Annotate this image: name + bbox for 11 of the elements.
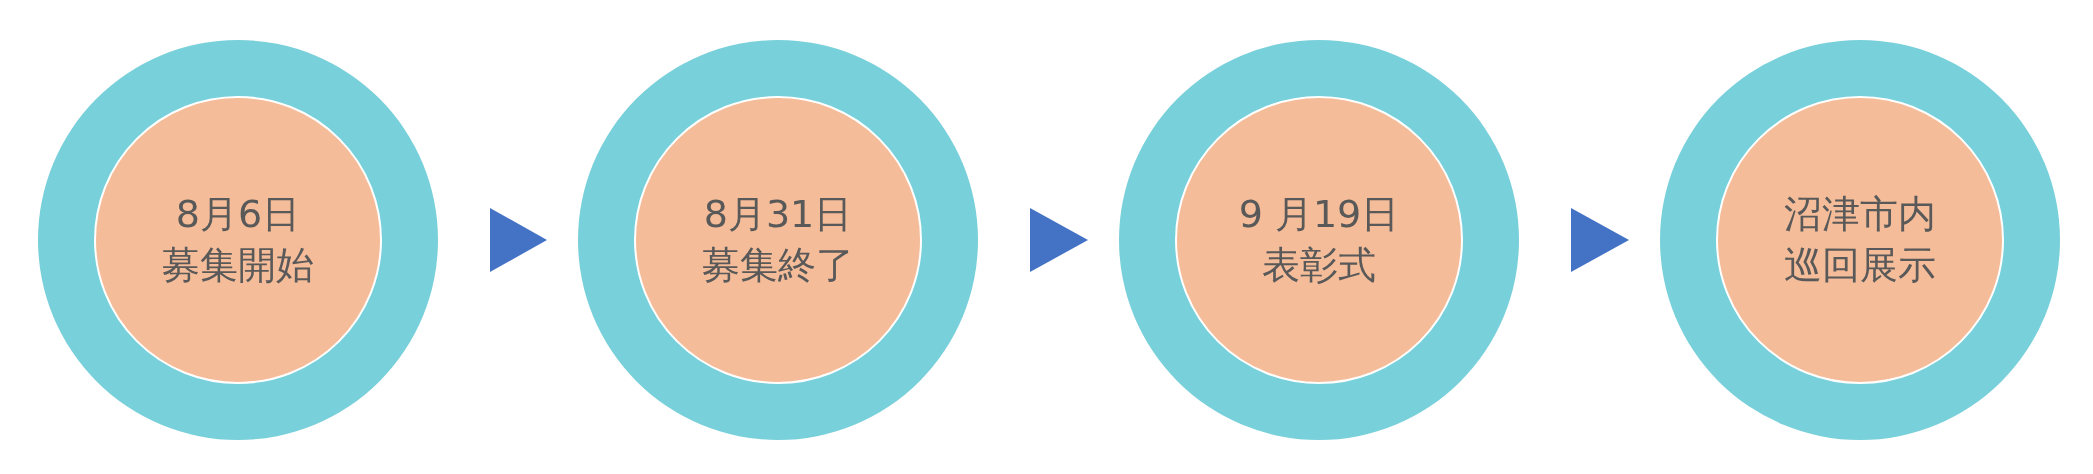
milestone-text: 募集終了 <box>702 242 854 289</box>
arrow-triangle <box>1571 208 1629 272</box>
milestone-text: 表彰式 <box>1262 242 1376 289</box>
arrow-triangle <box>490 208 547 272</box>
milestone-text: 募集開始 <box>162 242 314 289</box>
milestone-text: 巡回展示 <box>1784 242 1936 289</box>
milestone-text: 8月31日 <box>703 190 853 238</box>
milestone-text: 8月6日 <box>175 190 301 238</box>
arrow-triangle <box>1030 208 1088 272</box>
milestone-text: 9 月19日 <box>1238 190 1400 238</box>
milestone-text: 沼津市内 <box>1784 190 1936 238</box>
